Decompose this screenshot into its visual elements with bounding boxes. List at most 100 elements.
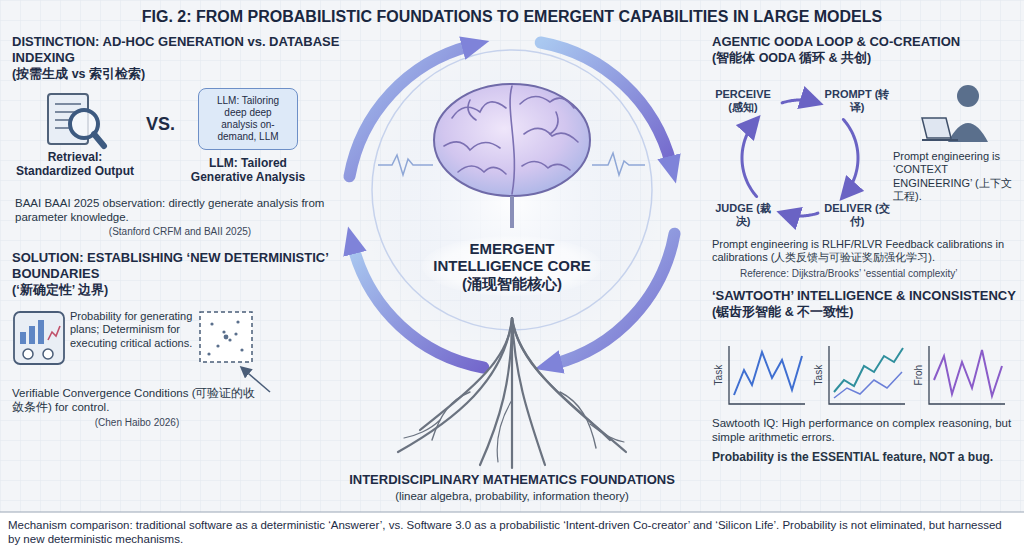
section-heading: (智能体 OODA 循环 & 共创): [712, 51, 1017, 66]
citation: (Chen Haibo 2026): [12, 417, 262, 429]
sawtooth-chart: [729, 346, 805, 404]
node-text: DELIVER (交付): [822, 202, 892, 228]
node-text: PROMPT (转译): [822, 88, 892, 114]
brain-illustration: [522, 161, 570, 170]
pulse-line: [378, 155, 433, 175]
gauge-icon: [20, 332, 26, 344]
foundation-note: (linear algebra, probability, informatio…: [312, 489, 712, 503]
retrieval-icon: [94, 134, 104, 146]
root-illustration: [398, 318, 626, 468]
note-text: Prompt engineering is RLHF/RLVR Feedback…: [712, 238, 1017, 265]
note-text: Sawtooth IQ: High performance on complex…: [712, 416, 1017, 444]
core-glow: [362, 50, 662, 350]
person-icon: [922, 118, 951, 138]
sawtooth-chart: [934, 350, 1002, 396]
section-heading: (‘新确定性’ 边界): [12, 283, 347, 298]
person-icon: [922, 85, 988, 142]
sawtooth-chart: [929, 346, 1005, 404]
citation: Reference: Dijkstra/Brooks’ ‘essential c…: [740, 268, 1010, 280]
gauge-icon: [29, 326, 35, 344]
convergence-box-icon: [200, 312, 270, 392]
cycle-arrow: [782, 213, 818, 216]
note-text: Probability for generating plans; Determ…: [70, 310, 194, 350]
root-illustration: [560, 392, 596, 448]
convergence-box-icon: [222, 330, 225, 333]
section-heading: DISTINCTION: AD-HOC GENERATION vs. DATAB…: [12, 34, 347, 66]
section-heading: ‘SAWTOOTH’ INTELLIGENCE & INCONSISTENCY: [712, 288, 1017, 304]
root-illustration: [398, 318, 512, 452]
node-text: EMERGENT INTELLIGENCE CORE (涌现智能核心): [424, 240, 600, 292]
core-node: EMERGENT INTELLIGENCE CORE (涌现智能核心): [422, 236, 602, 296]
brain-illustration: [550, 112, 558, 134]
section-heading: AGENTIC OODA LOOP & CO-CREATION: [712, 34, 1017, 50]
convergence-box-icon: [210, 322, 213, 325]
convergence-box-icon: [240, 348, 243, 351]
convergence-box-icon: [224, 335, 229, 340]
brain-illustration: [520, 96, 574, 108]
sawtooth-chart: [829, 346, 905, 404]
brain-illustration: [510, 196, 514, 228]
note-text: BAAI BAAI 2025 observation: directly gen…: [15, 196, 337, 224]
convergence-box-icon: [207, 320, 243, 355]
rounded-box: LLM: Tailoring deep deep analysis on-dem…: [198, 88, 298, 150]
node-text: PERCEIVE (感知): [708, 88, 778, 114]
sawtooth-chart: [734, 352, 802, 395]
node-text: LLM: Tailoring deep deep analysis on-dem…: [206, 95, 290, 143]
convergence-box-icon: [236, 320, 239, 323]
sawtooth-chart: [729, 346, 1005, 404]
node-text: JUDGE (裁决): [708, 202, 778, 228]
section-heading: SOLUTION: ESTABLISHING ‘NEW DETERMINISTI…: [12, 250, 347, 282]
retrieval-icon: [48, 94, 104, 146]
gauge-icon: [23, 349, 33, 359]
cycle-arrow: [742, 119, 757, 196]
brain-illustration: [444, 142, 500, 150]
node-caption: LLM: Tailored Generative Analysis: [178, 156, 318, 185]
sawtooth-chart: [834, 372, 902, 398]
note-text: Verifiable Convergence Conditions (可验证的收…: [12, 386, 262, 414]
root-illustration: [420, 318, 512, 430]
brain-illustration: [468, 100, 476, 120]
loop-stage: PERCEIVE (感知): [708, 87, 778, 115]
root-illustration: [590, 424, 624, 442]
llm-box: LLM: Tailoring deep deep analysis on-dem…: [178, 88, 318, 185]
root-illustration: [512, 318, 545, 465]
brain-illustration: [510, 86, 514, 194]
gauge-icon: [38, 320, 44, 344]
root-illustration: [512, 318, 626, 452]
root-illustration: [512, 318, 610, 440]
note-text: Prompt engineering is ‘CONTEXT ENGINEERI…: [893, 150, 1017, 204]
section-heading: (按需生成 vs 索引检索): [12, 67, 347, 82]
figure-caption: Mechanism comparison: traditional softwa…: [8, 518, 1016, 547]
section-heading: (锯齿形智能 & 不一致性): [712, 305, 1017, 320]
axis-label: Froh: [913, 355, 925, 395]
retrieval-node: Retrieval: Standardized Output: [10, 92, 140, 178]
brain-illustration: [458, 166, 506, 174]
citation: (Stanford CRFM and BAII 2025): [40, 226, 320, 238]
brain-illustration: [452, 102, 506, 118]
figure-title: FIG. 2: FROM PROBABILISTIC FOUNDATIONS T…: [0, 7, 1024, 27]
convergence-box-icon: [228, 338, 231, 341]
brain-illustration: [524, 128, 578, 142]
pulse-line: [592, 153, 645, 175]
person-icon: [922, 139, 958, 141]
convergence-box-icon: [216, 344, 219, 347]
axis-label: Task: [713, 355, 725, 395]
gauge-icon: [14, 312, 64, 364]
gauge-icon: [14, 312, 64, 364]
convergence-box-icon: [200, 312, 252, 362]
gauge-icon: [43, 349, 53, 359]
cycle-arrow: [782, 100, 818, 103]
brain-illustration: [444, 86, 578, 194]
gauge-icon: [48, 326, 60, 340]
loop-stage: JUDGE (裁决): [708, 201, 778, 229]
key-statement: Probability is the ESSENTIAL feature, NO…: [712, 450, 1017, 465]
axis-label: Task: [813, 355, 825, 395]
background: [0, 512, 1024, 513]
convergence-box-icon: [207, 352, 210, 355]
core-glow: [362, 50, 662, 350]
foundation-heading: INTERDISCIPLINARY MATHEMATICS FOUNDATION…: [312, 472, 712, 488]
loop-stage: PROMPT (转译): [822, 87, 892, 115]
